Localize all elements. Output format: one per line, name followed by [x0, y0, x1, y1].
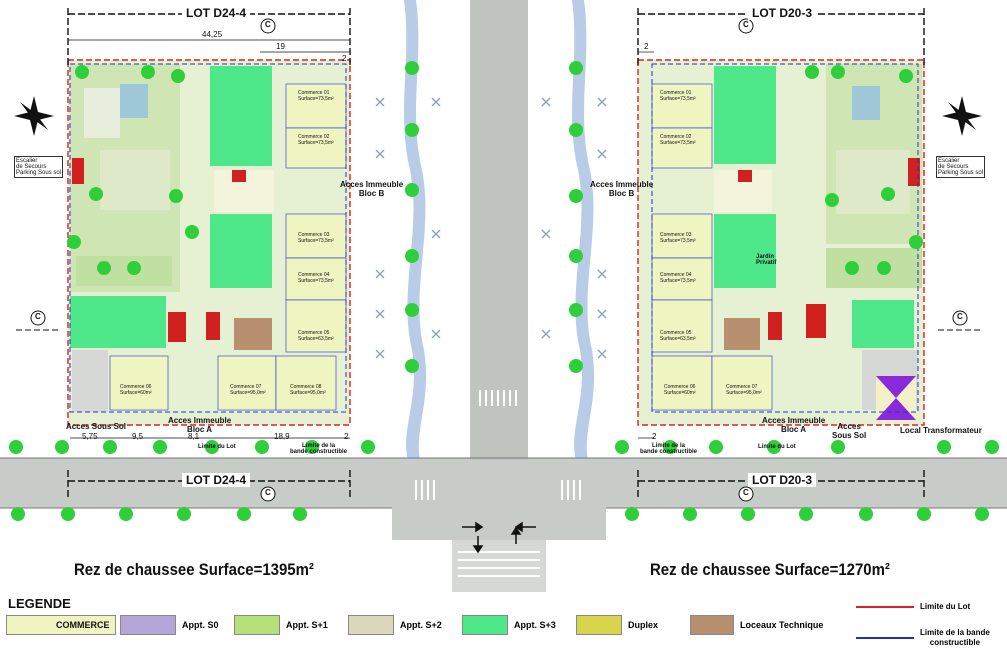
legend-line-sample: [856, 637, 914, 639]
escalier-right: Escalier de Secours Parking Sous sol: [936, 156, 986, 178]
dim-2-right: 2: [644, 42, 649, 51]
dim-bottom-3: 8,1: [188, 432, 200, 441]
limite-lot-right: Limite du Lot: [758, 444, 796, 450]
legend-item-technique: Loceaux Technique: [690, 615, 823, 635]
lot-right: [637, 59, 925, 426]
legend-label: Duplex: [628, 620, 659, 630]
dim-bottom-right: 2: [652, 432, 657, 441]
legend-swatch: [6, 615, 116, 635]
north-arrows: [14, 96, 982, 136]
acces-bloc-b-left: Acces Immeuble Bloc B: [340, 180, 404, 198]
fine-dimensions: [68, 39, 654, 439]
limite-bande-right: Limite de la bande constructible: [640, 443, 698, 455]
acces-sous-sol-right: Acces Sous Sol: [832, 422, 867, 440]
legend-line-bande: Limite de la bande constructible: [856, 628, 990, 648]
acces-bloc-b-right: Acces Immeuble Bloc B: [590, 180, 654, 198]
section-marker-label: C: [35, 312, 41, 321]
dim-2-left: 2: [342, 54, 347, 63]
lot-left-title-bottom: LOT D24-4: [182, 473, 251, 487]
legend-title: LEGENDE: [8, 596, 71, 611]
legend-label: Appt. S0: [182, 620, 219, 630]
street-planters: [375, 97, 607, 359]
legend-item-commerce: [6, 615, 116, 635]
surface-left: Rez de chaussee Surface=1395m²: [74, 560, 314, 579]
legend-swatch: [348, 615, 394, 635]
legend-swatch: [576, 615, 622, 635]
legend-label: Loceaux Technique: [740, 620, 824, 630]
legend-item-appt-s1: Appt. S+1: [234, 615, 328, 635]
legend-item-appt-s2: Appt. S+2: [348, 615, 442, 635]
dim-bottom-4: 18,9: [274, 432, 290, 441]
section-marker-label: C: [743, 20, 749, 29]
section-marker-label: C: [265, 20, 271, 29]
lot-left-title-top: LOT D24-4: [182, 6, 251, 20]
legend-line-lot: Limite du Lot: [856, 602, 970, 612]
legend-label: Appt. S+3: [514, 620, 556, 630]
lot-left: [67, 59, 351, 426]
roads: [0, 0, 1007, 592]
jardin-right: Jardin Privatif: [756, 254, 777, 266]
limite-bande-left: Limite de la bande constructible: [290, 443, 348, 455]
legend-label: Appt. S+1: [286, 620, 328, 630]
dim-bottom-1: 5,75: [82, 432, 98, 441]
section-marker-label: C: [265, 488, 271, 497]
legend-label: Appt. S+2: [400, 620, 442, 630]
trees: [9, 61, 999, 521]
legend-item-appt-s0: Appt. S0: [120, 615, 219, 635]
limite-lot-left: Limite du Lot: [198, 444, 236, 450]
legend-swatch: [462, 615, 508, 635]
legend-line-label: Limite de la bande constructible: [920, 628, 990, 647]
legend-line-label: Limite du Lot: [920, 602, 971, 611]
legend-swatch: [690, 615, 734, 635]
section-marker-label: C: [743, 488, 749, 497]
acces-bloc-a-left: Acces Immeuble Bloc A: [168, 416, 232, 434]
local-transformateur: Local Transformateur: [900, 426, 982, 435]
acces-bloc-a-right: Acces Immeuble Bloc A: [762, 416, 826, 434]
acces-sous-sol-left: Acces Sous Sol: [66, 422, 127, 431]
dim-bottom-2: 9,5: [132, 432, 144, 441]
legend-swatch: [234, 615, 280, 635]
section-markers: [16, 18, 982, 502]
escalier-left: Escalier de Secours Parking Sous sol: [14, 156, 64, 178]
dim-total-left: 44,25: [202, 30, 223, 39]
dim-19-left: 19: [276, 42, 285, 51]
legend-item-appt-s3: Appt. S+3: [462, 615, 556, 635]
legend-swatch: [120, 615, 176, 635]
legend-label: COMMERCE: [56, 620, 110, 630]
lot-right-title-bottom: LOT D20-3: [748, 473, 817, 487]
lot-right-title-top: LOT D20-3: [748, 6, 817, 20]
dim-bottom-5: 2: [344, 432, 349, 441]
legend-item-duplex: Duplex: [576, 615, 658, 635]
legend-line-sample: [856, 606, 914, 608]
surface-right: Rez de chaussee Surface=1270m²: [650, 560, 890, 579]
section-marker-label: C: [957, 312, 963, 321]
